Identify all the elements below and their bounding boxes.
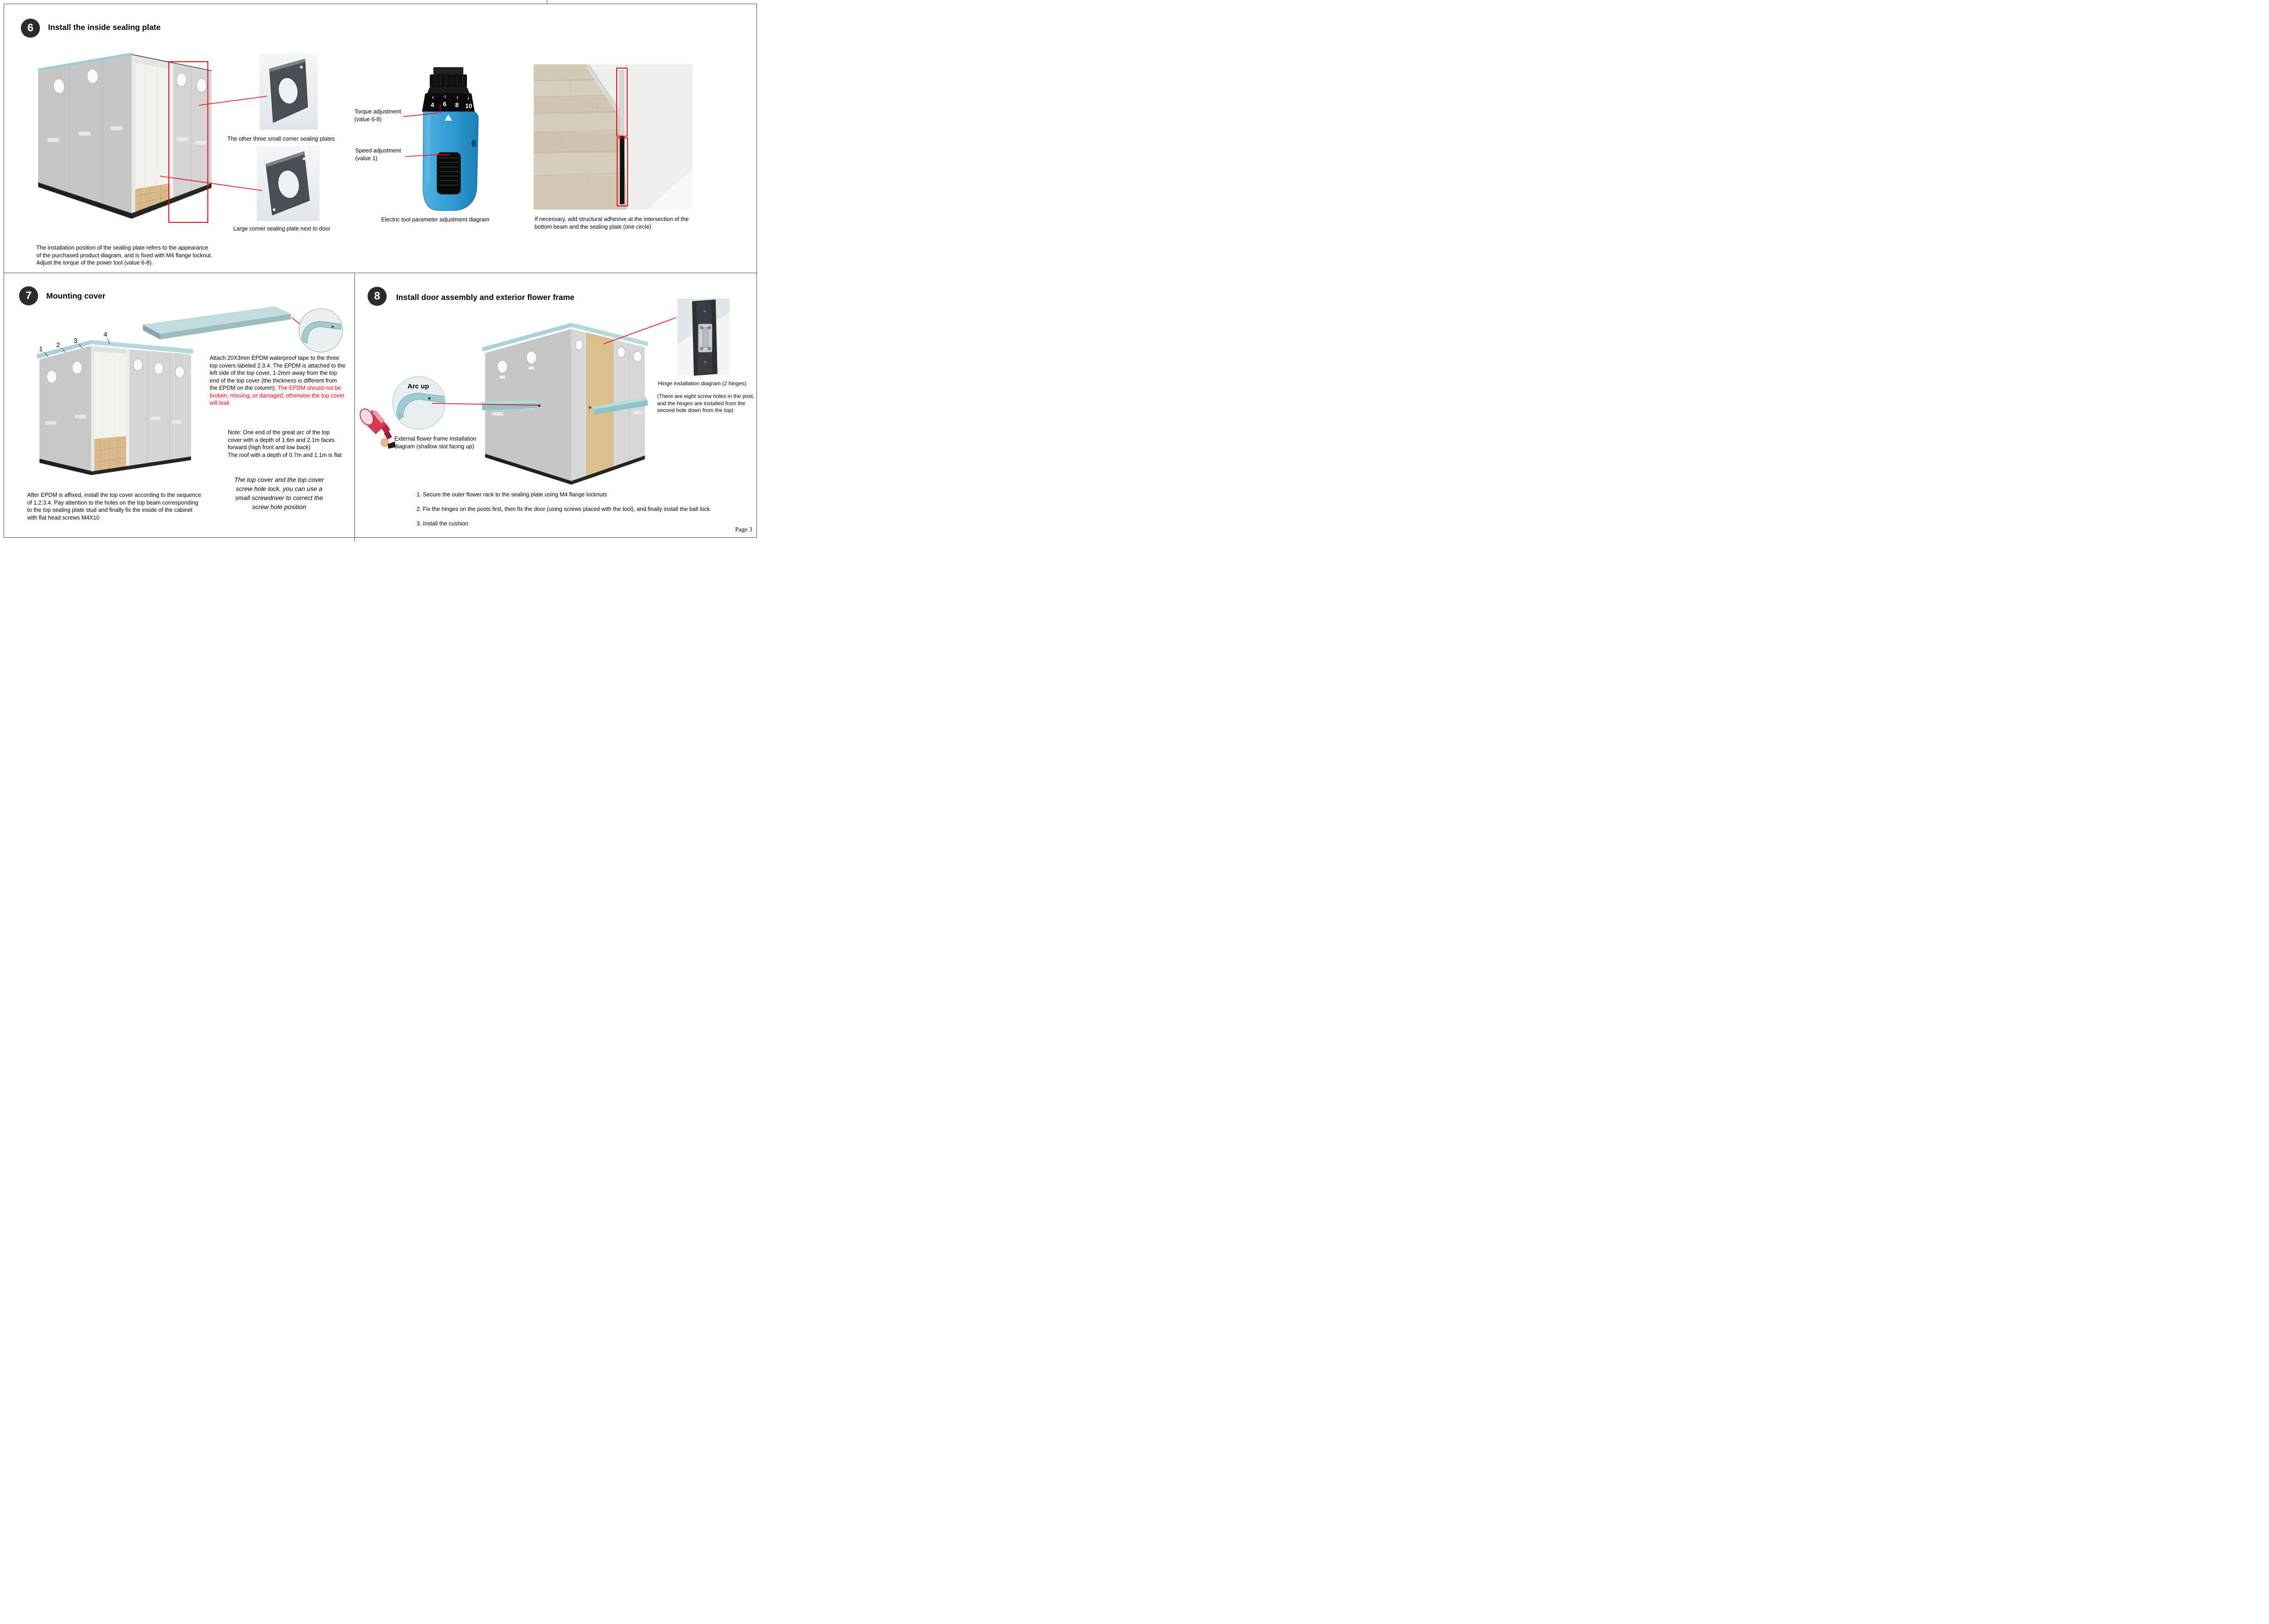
step6-body-text: The installation position of the sealing… <box>36 245 212 266</box>
adhesive-mark-upper <box>616 68 628 137</box>
cover-detail-circle <box>299 308 343 353</box>
speed-adjustment-label: Speed adjustment (value 1) <box>355 147 401 162</box>
cabin-illustration-step7: 1 2 3 4 <box>37 331 193 475</box>
hinge-note: (There are eight screw holes in the post… <box>657 393 755 414</box>
step8-instruction-2: 2. Fix the hinges on the posts first, th… <box>417 506 710 512</box>
step7-number: 7 <box>25 289 32 302</box>
torque-adjustment-label: Torque adjustment (value 6-8) <box>354 108 401 123</box>
epdm-instructions: Attach 20X3mm EPDM waterproof tape to th… <box>210 354 346 407</box>
arc-profile <box>396 393 445 416</box>
small-plates-label: The other three small corner sealing pla… <box>227 136 335 142</box>
torque-number: 10 <box>465 102 472 109</box>
section-divider-vertical <box>354 273 355 537</box>
step7-title: Mounting cover <box>46 291 106 300</box>
step6-number: 6 <box>27 22 34 34</box>
base <box>485 454 571 485</box>
arc-up-label: Arc up <box>408 383 429 390</box>
floor-adhesive-photo <box>534 64 692 210</box>
base <box>38 182 132 219</box>
step8-number: 8 <box>374 290 380 302</box>
page-border <box>4 4 757 538</box>
flower-frame-installed <box>594 400 648 415</box>
arc-up-detail <box>392 376 446 430</box>
cabin-illustration-step6 <box>38 53 212 223</box>
adhesive-caption: If necessary, add structural adhesive at… <box>535 216 689 230</box>
tool-caption: Electric tool parameter adjustment diagr… <box>381 216 490 223</box>
drill-illustration: 4 6 8 10 <box>422 67 479 211</box>
large-corner-plate-image <box>257 146 319 221</box>
step8-instruction-1: 1. Secure the outer flower rack to the s… <box>417 491 607 498</box>
small-corner-plate-image <box>260 54 318 130</box>
torque-number: 4 <box>431 101 434 108</box>
door-lock <box>589 406 591 409</box>
left-wall <box>38 55 132 219</box>
step6-number-badge: 6 <box>21 19 40 38</box>
hinge-caption: Hinge installation diagram (2 hinges) <box>658 380 747 387</box>
adhesive-mark-lower <box>617 137 628 206</box>
torque-number: 6 <box>443 100 447 108</box>
manual-page: 6 Install the inside sealing plate <box>0 0 761 541</box>
frame-stud <box>538 404 540 407</box>
step7-body-text: After EPDM is affixed, install the top c… <box>27 492 201 521</box>
torque-number: 8 <box>455 101 459 108</box>
large-plate-label: Large corner sealing plate next to door <box>233 226 331 232</box>
step7-number-badge: 7 <box>19 286 38 305</box>
cover-number: 3 <box>74 337 77 345</box>
epdm-text: Attach 20X3mm EPDM waterproof tape to th… <box>210 355 346 391</box>
screwdriver-tip: The top cover and the top cover screw ho… <box>234 476 324 510</box>
epdm-warning-text: The EPDM should not be broken, missing, … <box>210 385 345 406</box>
cover-edge <box>160 314 291 339</box>
cover-number: 1 <box>39 345 43 353</box>
torque-ring <box>422 93 475 112</box>
interior-floor <box>91 436 126 475</box>
roof-edge <box>38 53 132 71</box>
cabin-illustration-step8 <box>480 323 648 485</box>
flower-frame-installed-top <box>592 397 648 409</box>
cover-number: 4 <box>103 331 107 339</box>
sealing-plate-highlight <box>168 61 208 223</box>
base <box>571 456 645 485</box>
cover-note: Note: One end of the great arc of the to… <box>228 429 342 458</box>
wall <box>588 64 692 210</box>
top-cover-illustration <box>142 306 343 353</box>
roof-front <box>91 340 193 354</box>
base <box>132 183 211 219</box>
base <box>39 459 91 475</box>
front-panels <box>129 349 191 470</box>
step8-number-badge: 8 <box>368 287 387 306</box>
base <box>91 456 191 475</box>
sealing-strip <box>620 136 624 204</box>
step8-title: Install door assembly and exterior flowe… <box>396 293 575 302</box>
left-wall <box>39 346 91 475</box>
megaphone-icon <box>359 408 396 449</box>
cover-number: 2 <box>56 341 60 349</box>
page-number: Page 3 <box>735 526 752 533</box>
speed-switch <box>437 152 461 195</box>
step8-instruction-3: 3. Install the cushion <box>417 520 468 527</box>
cover-cross-section <box>301 321 341 343</box>
flower-frame-caption: External flower frame installation diagr… <box>394 436 476 450</box>
step6-title: Install the inside sealing plate <box>48 23 161 32</box>
crop-tick-bottom <box>354 537 355 541</box>
hinge-photo <box>678 299 730 376</box>
